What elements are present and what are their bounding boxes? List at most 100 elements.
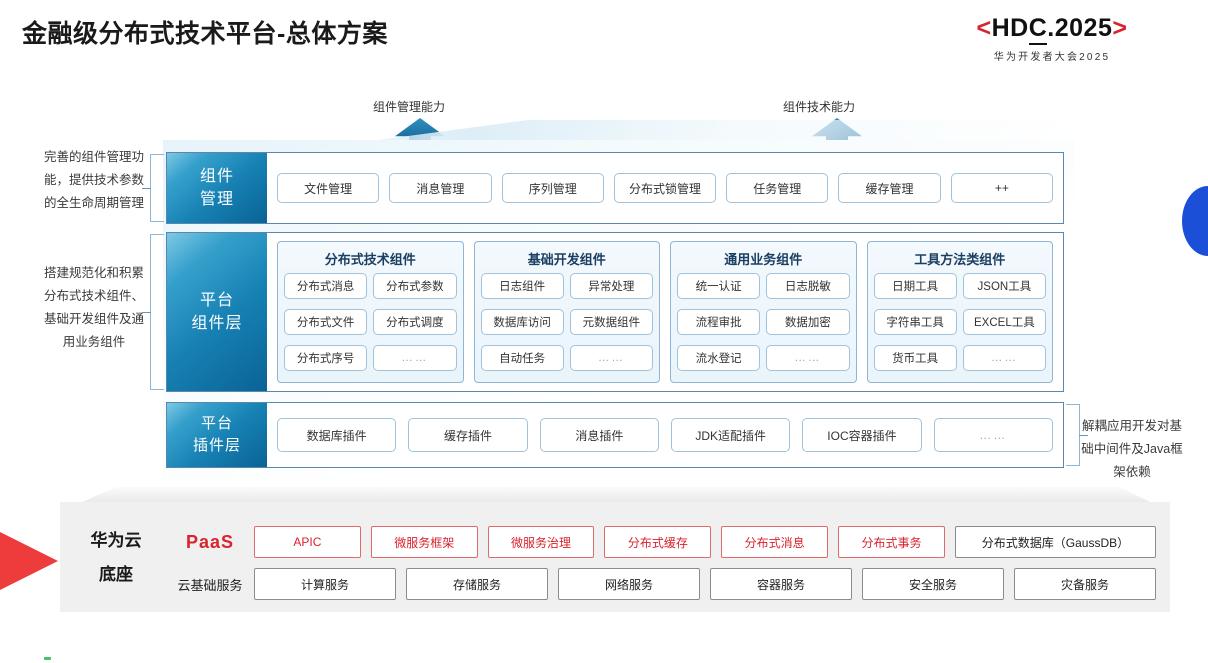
component-management-chip[interactable]: 文件管理 — [277, 173, 380, 203]
component-management-label-line1: 组件 — [199, 167, 234, 185]
side-note-bottom: 搭建规范化和积累分布式技术组件、基础开发组件及通用业务组件 — [43, 266, 144, 350]
component-management-chip[interactable]: 消息管理 — [389, 173, 492, 203]
component-chip[interactable]: 日志组件 — [480, 273, 564, 299]
red-wedge-decoration — [0, 506, 58, 616]
component-chip[interactable]: 数据库访问 — [480, 309, 564, 335]
component-chip[interactable]: JSON工具 — [962, 273, 1046, 299]
plugin-chip[interactable]: 缓存插件 — [408, 418, 528, 452]
component-management-chip[interactable]: 缓存管理 — [838, 173, 941, 203]
component-chip[interactable]: 流程审批 — [677, 309, 761, 335]
paas-cell[interactable]: 分布式数据库（GaussDB） — [954, 526, 1157, 558]
cloud-service-cell[interactable]: 计算服务 — [254, 568, 396, 600]
logo-left-bracket: < — [976, 14, 992, 42]
component-chip[interactable]: 日志脱敏 — [766, 273, 850, 299]
component-group-grid: 统一认证日志脱敏流程审批数据加密流水登记…… — [677, 273, 850, 377]
logo-text-year: .2025 — [1047, 14, 1113, 42]
component-chip[interactable]: 自动任务 — [480, 345, 564, 371]
component-chip[interactable]: 字符串工具 — [873, 309, 957, 335]
component-management-panel: 组件 管理 文件管理消息管理序列管理分布式锁管理任务管理缓存管理 ++ — [166, 152, 1064, 224]
plugin-chip[interactable]: IOC容器插件 — [802, 418, 922, 452]
platform-plugin-items: 数据库插件缓存插件消息插件 JDK适配插件 IOC容器插件 …… — [267, 403, 1063, 467]
component-chip[interactable]: 流水登记 — [677, 345, 761, 371]
cloud-services-row: 云基础服务 计算服务存储服务网络服务容器服务安全服务灾备服务 — [166, 566, 1156, 602]
paas-cell[interactable]: 分布式缓存 — [604, 526, 712, 558]
arrow-label-component-management: 组件管理能力 — [373, 100, 446, 114]
component-management-chip[interactable]: 任务管理 — [726, 173, 829, 203]
component-chip[interactable]: 异常处理 — [569, 273, 653, 299]
paas-cell[interactable]: 微服务治理 — [487, 526, 595, 558]
paas-row: PaaS APIC 微服务框架微服务治理分布式缓存分布式消息分布式事务分布式数据库… — [166, 524, 1157, 560]
paas-cell[interactable]: 分布式事务 — [838, 526, 945, 558]
component-chip[interactable]: 分布式文件 — [284, 309, 368, 335]
huawei-cloud-base-label-line2: 底座 — [99, 565, 133, 584]
cloud-base-perspective-edge — [79, 487, 1153, 503]
platform-plugin-layer-label-line1: 平台 — [200, 415, 233, 433]
paas-cell[interactable]: APIC — [254, 526, 361, 558]
platform-component-layer-label-line1: 平台 — [199, 291, 234, 309]
cloud-services-items: 计算服务存储服务网络服务容器服务安全服务灾备服务 — [254, 568, 1156, 600]
green-marker-decoration — [44, 657, 51, 660]
cloud-service-cell[interactable]: 存储服务 — [406, 568, 548, 600]
paas-cell[interactable]: 微服务框架 — [370, 526, 478, 558]
component-management-side-label: 组件 管理 — [167, 153, 267, 223]
component-chip[interactable]: 日期工具 — [873, 273, 957, 299]
component-group-grid: 日志组件异常处理数据库访问元数据组件自动任务…… — [480, 273, 653, 377]
component-group-title: 基础开发组件 — [527, 252, 606, 267]
plugin-chip[interactable]: 消息插件 — [539, 418, 659, 452]
cloud-service-cell[interactable]: 网络服务 — [558, 568, 700, 600]
plugin-chip[interactable]: 数据库插件 — [277, 418, 397, 452]
platform-component-layer-side-label: 平台 组件层 — [167, 233, 267, 391]
hdc-logo: <HDC.2025> 华为开发者大会2025 — [912, 14, 1192, 63]
component-management-chip[interactable]: 分布式锁管理 — [613, 173, 717, 203]
component-chip[interactable]: 分布式序号 — [284, 345, 368, 371]
platform-plugin-layer-label-line2: 插件层 — [192, 437, 241, 454]
component-group: 分布式技术组件分布式消息分布式参数分布式文件分布式调度分布式序号…… — [277, 241, 464, 383]
component-chip[interactable]: 分布式参数 — [373, 273, 457, 299]
logo-text-c: C — [1028, 14, 1048, 45]
component-group-title: 分布式技术组件 — [324, 252, 416, 267]
cloud-services-tag: 云基础服务 — [177, 577, 243, 593]
paas-items: APIC 微服务框架微服务治理分布式缓存分布式消息分布式事务分布式数据库（Gaus… — [254, 526, 1157, 558]
cloud-base-rows: PaaS APIC 微服务框架微服务治理分布式缓存分布式消息分布式事务分布式数据库… — [166, 524, 1157, 608]
component-group-title: 工具方法类组件 — [914, 252, 1006, 267]
component-group-grid: 分布式消息分布式参数分布式文件分布式调度分布式序号…… — [284, 273, 457, 377]
hdc-logo-subtitle: 华为开发者大会2025 — [993, 52, 1111, 63]
plugin-chip[interactable]: …… — [933, 418, 1053, 452]
cloud-service-cell[interactable]: 安全服务 — [862, 568, 1004, 600]
component-chip[interactable]: 统一认证 — [677, 273, 761, 299]
component-chip[interactable]: …… — [766, 345, 850, 371]
hdc-logo-main: <HDC.2025> — [912, 14, 1192, 45]
paas-cell[interactable]: 分布式消息 — [721, 526, 829, 558]
logo-right-bracket: > — [1112, 14, 1128, 42]
component-chip[interactable]: 分布式调度 — [373, 309, 457, 335]
board-perspective-edge — [363, 120, 1075, 142]
arrow-label-component-technology: 组件技术能力 — [783, 100, 856, 114]
side-note-top: 完善的组件管理功能，提供技术参数的全生命周期管理 — [43, 150, 144, 211]
component-chip[interactable]: 货币工具 — [873, 345, 957, 371]
component-management-items: 文件管理消息管理序列管理分布式锁管理任务管理缓存管理 ++ — [267, 153, 1063, 223]
page-title: 金融级分布式技术平台-总体方案 — [22, 20, 388, 48]
component-group-title: 通用业务组件 — [724, 252, 803, 267]
platform-plugin-layer-side-label: 平台 插件层 — [167, 403, 267, 467]
cloud-service-cell[interactable]: 灾备服务 — [1014, 568, 1156, 600]
component-management-chip[interactable]: 序列管理 — [501, 173, 604, 203]
component-group: 基础开发组件日志组件异常处理数据库访问元数据组件自动任务…… — [473, 241, 660, 383]
component-chip[interactable]: EXCEL工具 — [962, 309, 1046, 335]
component-chip[interactable]: …… — [569, 345, 653, 371]
plugin-chip[interactable]: JDK适配插件 — [670, 418, 791, 452]
logo-text-hd: HD — [991, 14, 1029, 42]
bracket-top — [142, 154, 164, 222]
component-chip[interactable]: 数据加密 — [766, 309, 850, 335]
side-note-right: 解耦应用开发对基础中间件及Java框架依赖 — [1081, 419, 1183, 480]
paas-tag: PaaS — [185, 531, 235, 552]
component-management-chip[interactable]: ++ — [950, 173, 1053, 203]
component-chip[interactable]: …… — [962, 345, 1046, 371]
component-chip[interactable]: 分布式消息 — [284, 273, 368, 299]
component-chip[interactable]: 元数据组件 — [569, 309, 653, 335]
component-chip[interactable]: …… — [373, 345, 457, 371]
component-management-label-line2: 管理 — [199, 191, 234, 208]
cloud-service-cell[interactable]: 容器服务 — [710, 568, 852, 600]
